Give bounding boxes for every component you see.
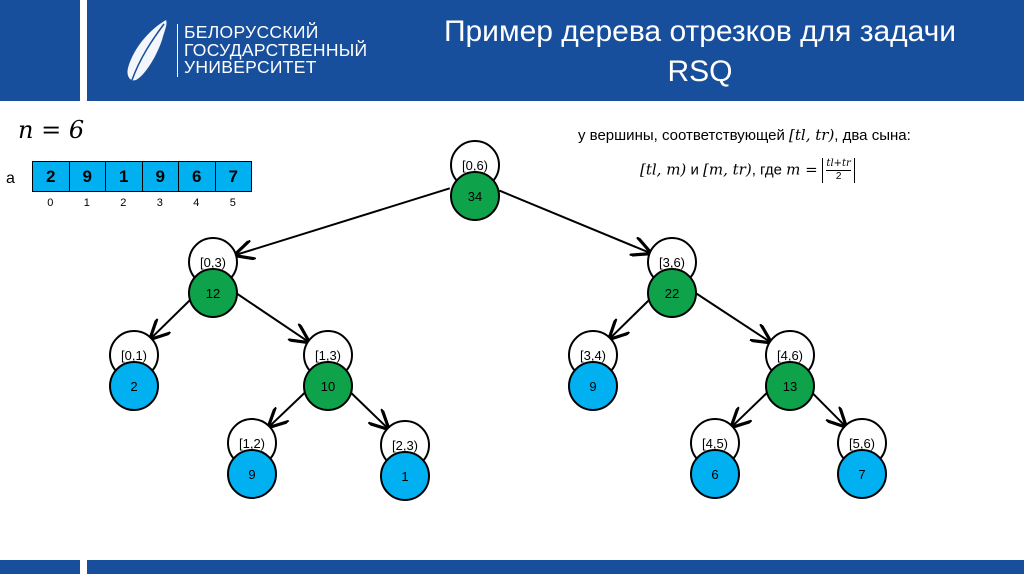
note-math: [m, tr) [703, 160, 752, 179]
university-logo: БЕЛОРУССКИЙ ГОСУДАРСТВЕННЫЙ УНИВЕРСИТЕТ [122, 18, 382, 84]
node-sum-label: 12 [206, 286, 220, 301]
node-range-label: [4,5) [702, 436, 728, 451]
node-sum-circle [450, 171, 500, 221]
tree-edge [807, 388, 845, 426]
footer-bar [87, 560, 1024, 574]
feather-icon [127, 20, 167, 81]
header-bar-left [0, 0, 80, 101]
tree-edge [346, 388, 388, 428]
array-index: 2 [120, 197, 127, 209]
array-index: 5 [229, 197, 236, 209]
tree-edge [732, 388, 772, 426]
node-sum-circle [109, 361, 159, 411]
node-range-label: [0,3) [200, 255, 226, 270]
node-sum-label: 22 [665, 286, 679, 301]
node-sum-circle [837, 449, 887, 499]
array-index: 1 [83, 197, 90, 209]
node-range-label: [0,6) [462, 158, 488, 173]
node-sum-label: 10 [321, 379, 335, 394]
note-line-1: у вершины, соответствующей [tl, tr), два… [578, 126, 911, 144]
node-sum-label: 1 [401, 469, 408, 484]
tree-edge [151, 295, 195, 338]
node-sum-circle [765, 361, 815, 411]
frac-denominator: 2 [835, 171, 842, 182]
array-cell: 9 [142, 162, 179, 191]
logo-line: УНИВЕРСИТЕТ [184, 57, 317, 77]
logo-text: БЕЛОРУССКИЙ ГОСУДАРСТВЕННЫЙ УНИВЕРСИТЕТ [177, 22, 368, 77]
node-sum-label: 6 [711, 467, 718, 482]
array-index: 0 [47, 197, 54, 209]
frac-numerator: tl+tr [826, 158, 851, 171]
array-index: 3 [156, 197, 163, 209]
array-cell: 9 [69, 162, 106, 191]
tree-edge [693, 291, 770, 342]
node-range-label: [2,3) [392, 438, 418, 453]
note-text: и [686, 161, 704, 179]
node-sum-label: 13 [783, 379, 797, 394]
n-equation: n = 6 [18, 116, 85, 144]
note-math: m = [786, 160, 823, 179]
logo-line: ГОСУДАРСТВЕННЫЙ [184, 39, 368, 60]
node-range-label: [3,4) [580, 348, 606, 363]
note-math: [tl, tr) [789, 126, 835, 144]
array-cell: 6 [179, 162, 216, 191]
node-sum-label: 7 [858, 467, 865, 482]
node-sum-circle [303, 361, 353, 411]
footer-bar-left [0, 560, 80, 574]
node-range-label: [1,3) [315, 348, 341, 363]
tree-edge [234, 291, 308, 341]
node-range-label: [3,6) [659, 255, 685, 270]
node-range-label: [5,6) [849, 436, 875, 451]
logo-line: БЕЛОРУССКИЙ [184, 22, 319, 42]
node-range-label: [0,1) [121, 348, 147, 363]
tree-edge [610, 295, 654, 338]
node-sum-circle [568, 361, 618, 411]
node-sum-label: 9 [248, 467, 255, 482]
node-sum-label: 9 [589, 379, 596, 394]
array-cell: 2 [33, 162, 70, 191]
array-cell: 7 [215, 162, 251, 191]
node-range-label: [1,2) [239, 436, 265, 451]
array-cell: 1 [106, 162, 143, 191]
note-text: у вершины, соответствующей [578, 127, 790, 144]
header-bar [87, 0, 1024, 101]
tree-edge [499, 189, 649, 253]
note-math: [tl, m) [640, 160, 687, 179]
node-sum-circle [188, 268, 238, 318]
node-sum-circle [380, 451, 430, 501]
node-sum-circle [647, 268, 697, 318]
node-range-label: [4,6) [777, 348, 803, 363]
tree-edge [236, 187, 451, 255]
node-sum-label: 2 [130, 379, 137, 394]
slide-title: Пример дерева отрезков для задачи RSQ [443, 15, 957, 88]
array-indices: 0 1 2 3 4 5 [32, 197, 251, 209]
node-sum-circle [227, 449, 277, 499]
note-text: , два сына: [834, 127, 911, 144]
array-name: a [6, 170, 15, 187]
node-sum-circle [690, 449, 740, 499]
node-sum-label: 34 [468, 189, 482, 204]
note-text: , где [751, 161, 787, 179]
array-index: 4 [193, 197, 200, 209]
tree-edge [269, 387, 310, 427]
